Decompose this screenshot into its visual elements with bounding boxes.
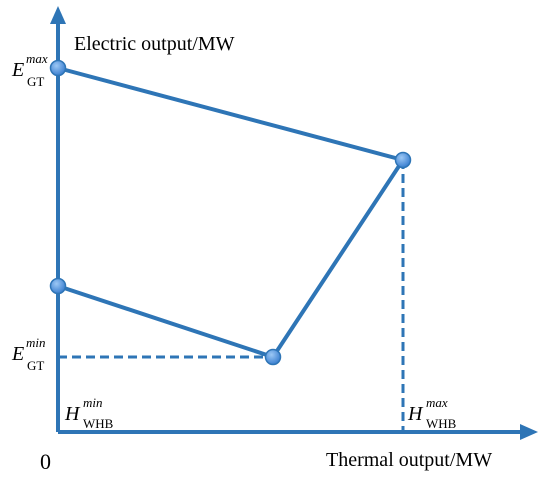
h-min-sup: min: [83, 395, 103, 410]
e-min-sup: min: [26, 335, 46, 350]
h-min-symbol: H: [64, 403, 81, 425]
h-max-symbol: H: [407, 403, 424, 425]
point-h-max: [394, 151, 412, 169]
label-e-gt-min: E min GT: [11, 335, 46, 373]
e-min-symbol: E: [11, 343, 24, 365]
y-axis-arrowhead: [50, 6, 66, 24]
e-min-sub: GT: [27, 358, 44, 373]
point-e-min: [264, 348, 282, 366]
guide-lines: [58, 160, 405, 432]
x-axis-title: Thermal output/MW: [326, 449, 492, 471]
feasible-region: [56, 66, 405, 359]
h-max-sup: max: [426, 395, 448, 410]
e-max-sup: max: [26, 51, 48, 66]
label-e-gt-max: E max GT: [11, 51, 48, 89]
label-h-whb-max: H max WHB: [407, 395, 457, 431]
point-e-max: [49, 59, 67, 77]
y-axis-title: Electric output/MW: [74, 33, 235, 55]
h-max-sub: WHB: [426, 416, 457, 431]
point-h-min: [49, 277, 67, 295]
e-max-sub: GT: [27, 74, 44, 89]
label-h-whb-min: H min WHB: [64, 395, 114, 431]
origin-label: 0: [40, 449, 51, 474]
e-max-symbol: E: [11, 59, 24, 81]
h-min-sub: WHB: [83, 416, 114, 431]
x-axis-arrowhead: [520, 424, 538, 440]
corner-points: [49, 59, 412, 366]
axes: [50, 6, 538, 440]
